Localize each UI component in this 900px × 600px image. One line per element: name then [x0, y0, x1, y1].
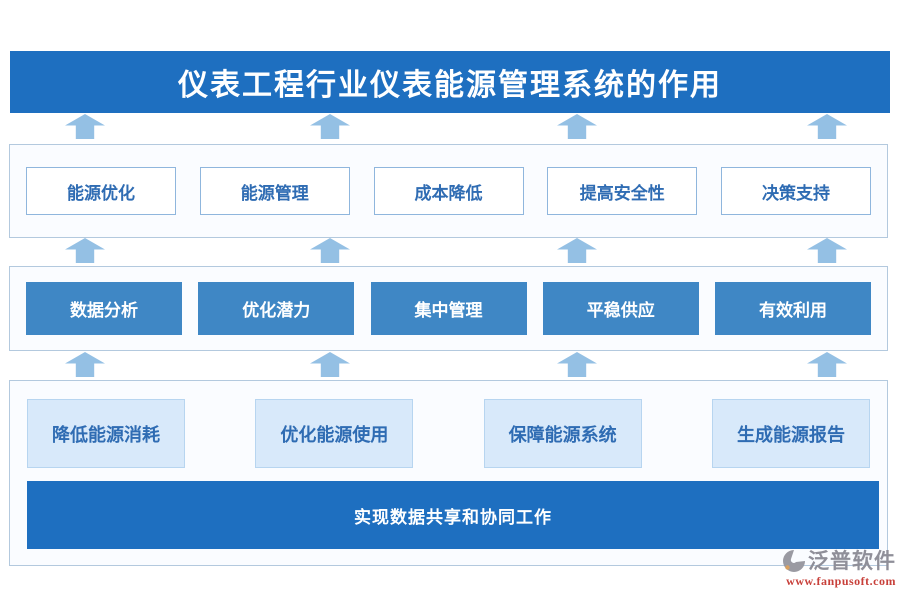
capabilities-row: 数据分析 优化潜力 集中管理 平稳供应 有效利用 — [9, 266, 888, 351]
up-arrow-icon — [557, 238, 597, 263]
capability-box: 数据分析 — [26, 282, 182, 335]
up-arrow-icon — [557, 352, 597, 377]
benefit-box: 成本降低 — [373, 167, 524, 215]
diagram-title-bar: 仪表工程行业仪表能源管理系统的作用 — [10, 51, 890, 113]
up-arrow-icon — [65, 352, 105, 377]
up-arrow-icon — [807, 238, 847, 263]
function-box: 生成能源报告 — [711, 399, 870, 468]
capability-box: 有效利用 — [715, 282, 871, 335]
up-arrow-icon — [557, 114, 597, 139]
functions-row: 降低能源消耗 优化能源使用 保障能源系统 生成能源报告 — [10, 399, 887, 468]
capability-box: 平稳供应 — [542, 282, 699, 335]
foundation-bar: 实现数据共享和协同工作 — [27, 481, 879, 549]
brand-website: www.fanpusoft.com — [786, 574, 896, 588]
foundation-label: 实现数据共享和协同工作 — [354, 507, 552, 527]
function-box: 优化能源使用 — [255, 399, 414, 468]
up-arrow-icon — [65, 114, 105, 139]
capability-box: 集中管理 — [370, 282, 527, 335]
up-arrow-icon — [310, 114, 350, 139]
brand-name: 泛普软件 — [808, 548, 896, 573]
benefits-row: 能源优化 能源管理 成本降低 提高安全性 决策支持 — [9, 144, 888, 238]
functions-section: 降低能源消耗 优化能源使用 保障能源系统 生成能源报告 实现数据共享和协同工作 — [9, 380, 888, 566]
function-box: 降低能源消耗 — [27, 399, 185, 468]
diagram-title: 仪表工程行业仪表能源管理系统的作用 — [178, 69, 722, 102]
benefit-box: 决策支持 — [721, 167, 871, 215]
up-arrow-icon — [807, 114, 847, 139]
benefit-box: 提高安全性 — [547, 167, 698, 215]
up-arrow-icon — [65, 238, 105, 263]
capability-box: 优化潜力 — [198, 282, 355, 335]
up-arrow-icon — [807, 352, 847, 377]
fanpu-logo-icon — [783, 550, 805, 572]
up-arrow-icon — [310, 352, 350, 377]
benefit-box: 能源优化 — [26, 167, 176, 215]
benefit-box: 能源管理 — [199, 167, 350, 215]
function-box: 保障能源系统 — [483, 399, 642, 468]
brand-watermark: 泛普软件 www.fanpusoft.com — [746, 549, 896, 587]
up-arrow-icon — [310, 238, 350, 263]
